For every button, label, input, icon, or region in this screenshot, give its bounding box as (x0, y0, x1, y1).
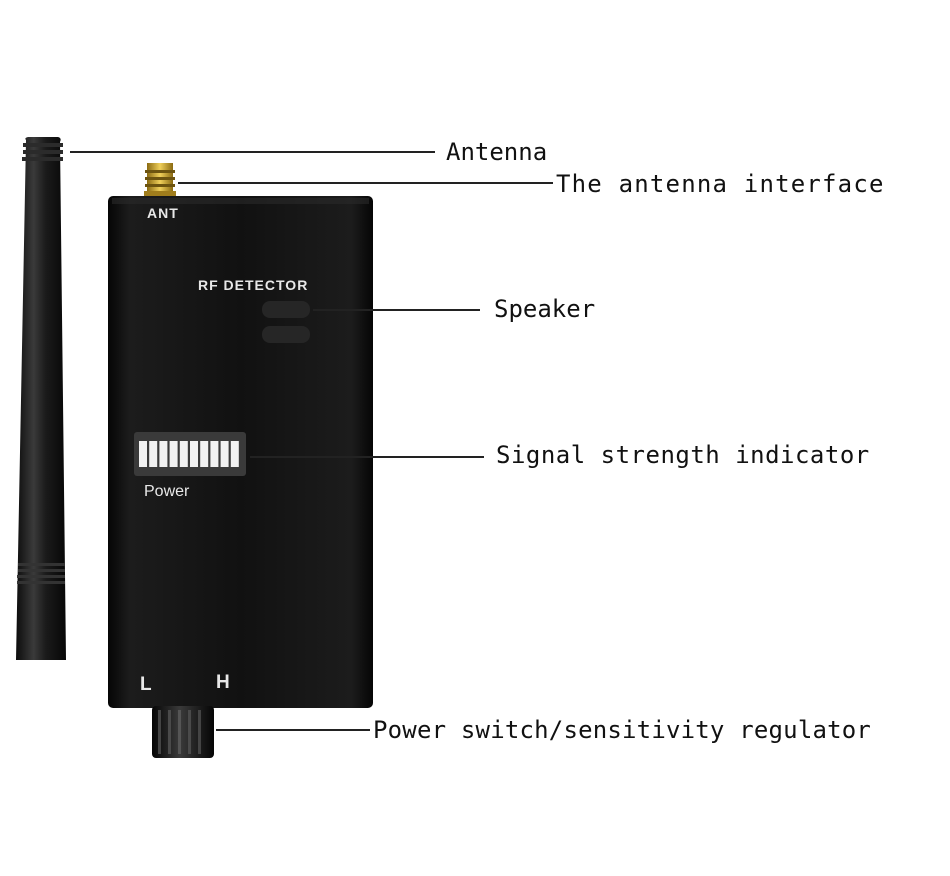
callout-power-switch: Power switch/sensitivity regulator (373, 716, 872, 744)
led-segment (149, 441, 158, 467)
led-segment (220, 441, 229, 467)
callout-antenna-interface: The antenna interface (556, 170, 885, 198)
signal-strength-indicator (134, 432, 246, 476)
low-label: L (140, 674, 152, 695)
callout-antenna: Antenna (446, 138, 548, 166)
antenna-connector (144, 163, 176, 197)
high-label: H (216, 672, 230, 693)
led-segment (179, 441, 188, 467)
power-knob (152, 706, 214, 758)
led-segment (139, 441, 147, 467)
speaker-grille (262, 301, 310, 343)
led-segment (169, 441, 178, 467)
led-segment (159, 441, 168, 467)
led-segment (190, 441, 198, 467)
power-label: Power (144, 483, 190, 500)
ant-label: ANT (147, 205, 179, 221)
antenna (16, 137, 66, 660)
led-segment (210, 441, 219, 467)
model-label: RF DETECTOR (198, 277, 309, 293)
led-segment (230, 441, 239, 467)
callout-speaker: Speaker (494, 295, 596, 323)
led-segment (200, 441, 209, 467)
callout-signal-indicator: Signal strength indicator (496, 441, 870, 469)
